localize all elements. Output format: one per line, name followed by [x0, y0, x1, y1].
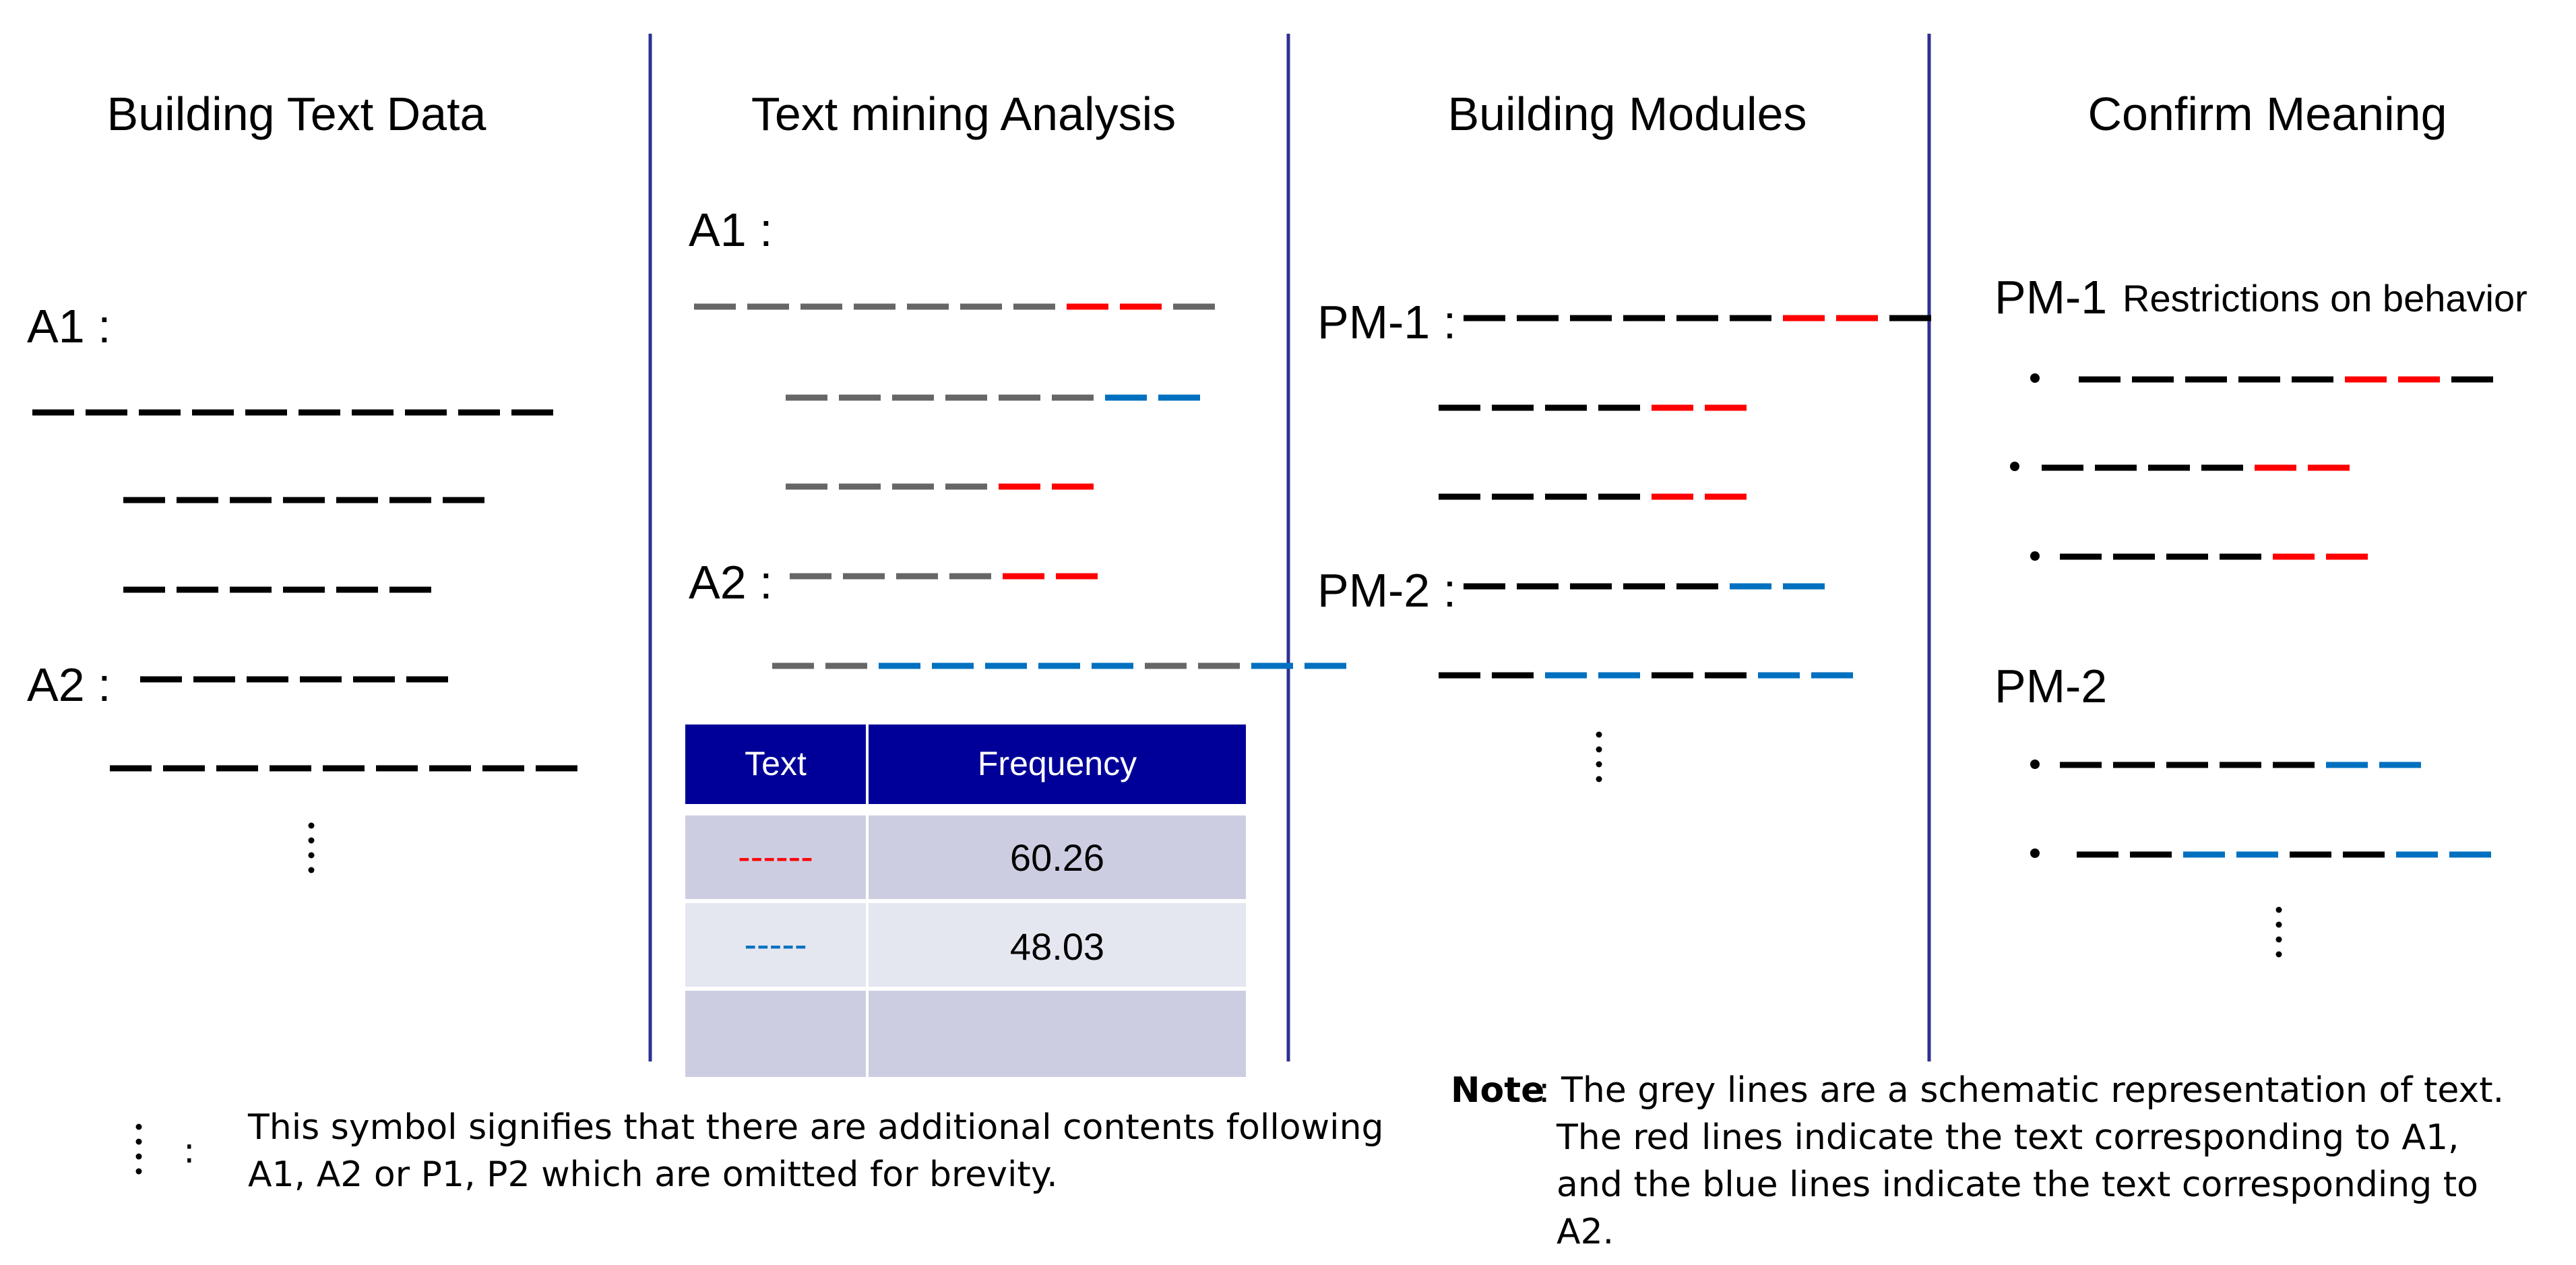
table-row-1-text-cell [685, 815, 866, 899]
table-row-2-text-cell [685, 903, 866, 987]
vertical-ellipsis-icon [135, 1123, 142, 1175]
legend-line-2: A1, A2 or P1, P2 which are omitted for b… [248, 1154, 1058, 1195]
table-header-text-cell [685, 724, 866, 804]
table-header-frequency: Frequency [978, 745, 1137, 782]
title-confirm-meaning: Confirm Meaning [2088, 88, 2447, 140]
table-header-frequency-cell [869, 724, 1246, 804]
table-header-text: Text [745, 745, 807, 782]
note-line-1: : The grey lines are a schematic represe… [1538, 1070, 2504, 1111]
table-row-3-text-cell [685, 991, 866, 1077]
vertical-ellipsis-icon [2275, 906, 2282, 958]
bullet-points [2010, 373, 2040, 858]
table-row-2-value-cell [869, 903, 1246, 987]
label-pm-1: PM-1 : [1317, 296, 1456, 348]
label-a1: A1 : [689, 204, 773, 256]
note-label: Note [1451, 1070, 1544, 1111]
frequency-table: Text Frequency ------ 60.26 ----- 48.03 [685, 724, 1246, 1077]
pm-1-description: Restrictions on behavior [2123, 277, 2527, 319]
table-row-2-text: ----- [744, 923, 807, 965]
label-a2: A2 : [27, 658, 111, 711]
vertical-ellipsis-icon [1596, 731, 1602, 782]
title-text-mining-analysis: Text mining Analysis [751, 88, 1176, 140]
table-row-2-value: 48.03 [1010, 925, 1104, 968]
legend-colon: : [183, 1131, 195, 1171]
schematic-text-lines [32, 303, 2493, 858]
table-row-1-text: ------ [738, 835, 813, 877]
vertical-ellipsis-icon [308, 822, 315, 873]
table-row-1-value-cell [869, 815, 1246, 899]
table-row-3-value-cell [869, 991, 1246, 1077]
note-line-3: and the blue lines indicate the text cor… [1557, 1165, 2478, 1205]
note-line-2: The red lines indicate the text correspo… [1556, 1117, 2459, 1158]
label-pm-1: PM-1 [1994, 271, 2107, 323]
label-pm-2: PM-2 : [1317, 564, 1456, 617]
label-a1: A1 : [27, 300, 111, 352]
table-row-1-value: 60.26 [1010, 836, 1104, 879]
note-line-4: A2. [1557, 1212, 1614, 1252]
title-building-text-data: Building Text Data [107, 88, 486, 140]
label-pm-2: PM-2 [1994, 660, 2107, 712]
title-building-modules: Building Modules [1447, 88, 1807, 140]
label-a2: A2 : [689, 556, 773, 609]
legend-line-1: This symbol signifies that there are add… [247, 1107, 1384, 1148]
